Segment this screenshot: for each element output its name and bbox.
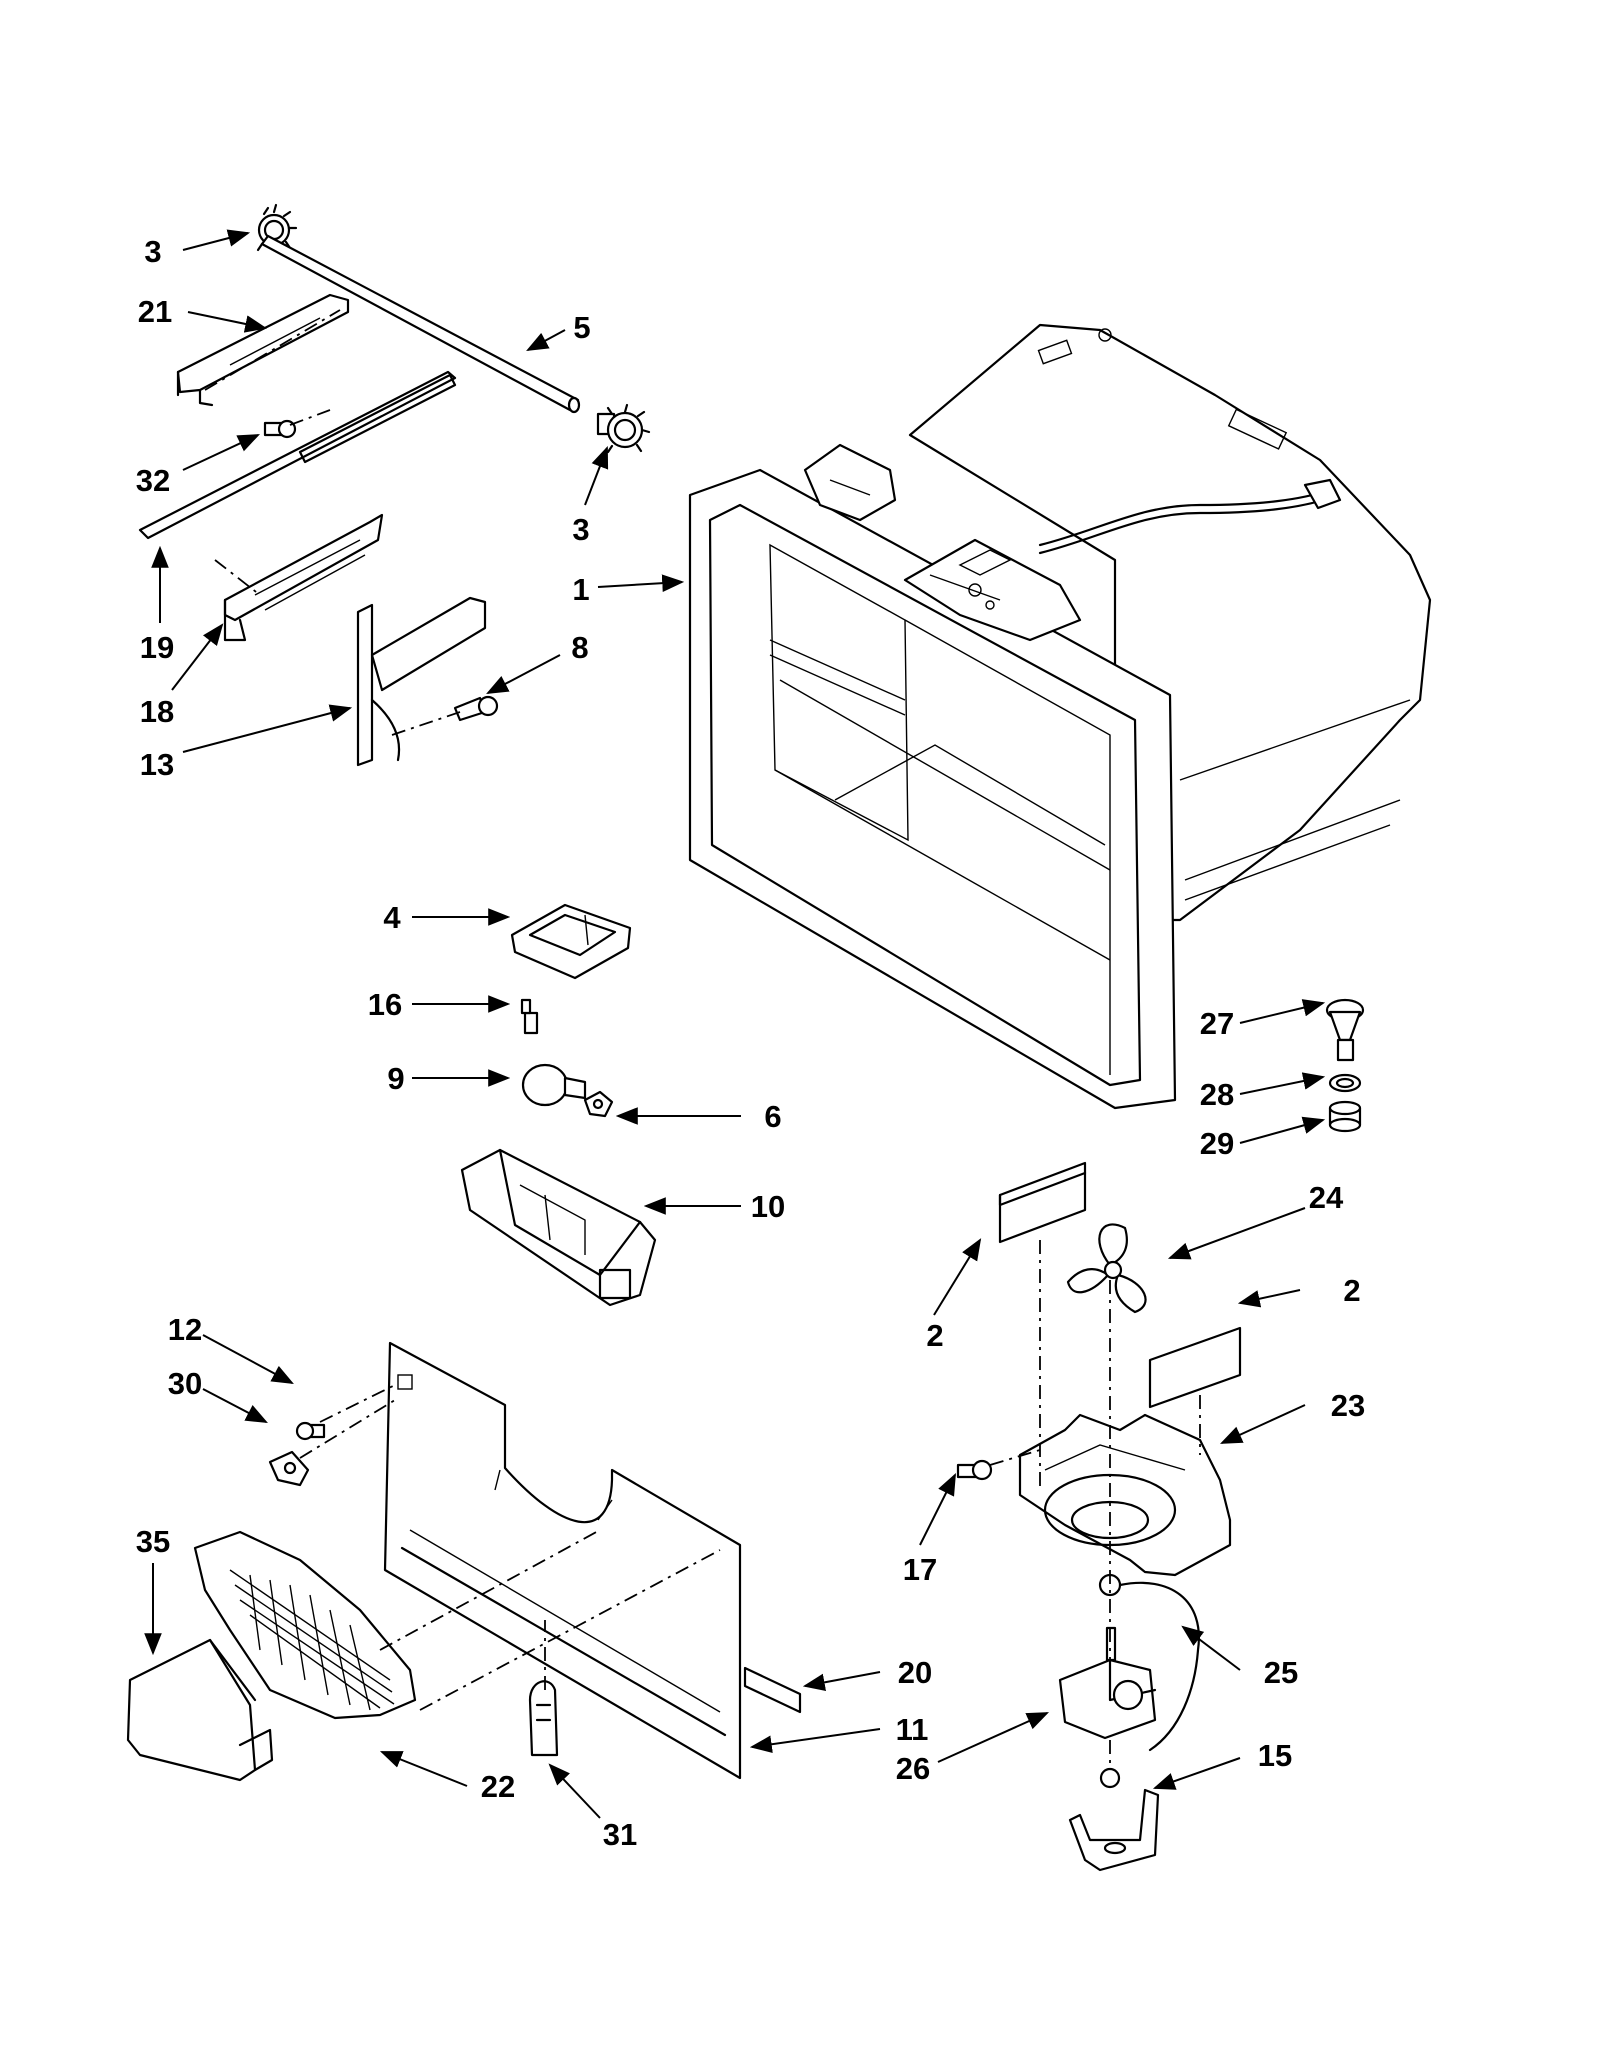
- assembly-line: [419, 1549, 721, 1711]
- assembly-line: [379, 1529, 601, 1651]
- part-30-clip: [268, 1450, 310, 1487]
- callout-23: 23: [1331, 1388, 1365, 1423]
- part-16-switch: [520, 998, 539, 1035]
- callout-27: 27: [1200, 1006, 1234, 1041]
- callout-22: 22: [481, 1769, 515, 1804]
- callout-2: 2: [926, 1318, 943, 1353]
- part-4-light-cover: [510, 903, 632, 980]
- callout-1: 1: [572, 572, 589, 607]
- part-35-grille-cover: [126, 1638, 274, 1782]
- leader-lines: [144, 229, 1326, 1819]
- callout-18: 18: [140, 694, 174, 729]
- part-11-cover-panel: [383, 1341, 742, 1780]
- callout-labels: 3 21 5 32 3 1 19 8 18 13 4 16 27 28 9 6 …: [136, 234, 1365, 1852]
- assembly-line: [289, 409, 331, 426]
- callout-21: 21: [138, 294, 172, 329]
- callout-5: 5: [573, 310, 590, 345]
- part-5-shaft: [260, 234, 581, 414]
- part-13-side-bracket: [356, 596, 487, 767]
- part-8-screw: [453, 695, 499, 722]
- callout-35: 35: [136, 1524, 170, 1559]
- part-6-socket: [583, 1090, 614, 1118]
- callout-12: 12: [168, 1312, 202, 1347]
- part-9-bulb: [521, 1063, 587, 1107]
- assembly-line: [299, 1399, 396, 1459]
- part-25-motor-grommet-wire: [1098, 1573, 1200, 1752]
- callout-30: 30: [168, 1366, 202, 1401]
- callout-31: 31: [603, 1817, 637, 1852]
- callout-3: 3: [144, 234, 161, 269]
- callout-15: 15: [1258, 1738, 1292, 1773]
- assembly-line: [989, 1449, 1041, 1466]
- part-3-gear-bottom: [596, 403, 651, 454]
- callout-8: 8: [571, 630, 588, 665]
- part-32-screw: [263, 419, 297, 439]
- part-2-insulation-pad-top: [998, 1161, 1087, 1244]
- part-29-grommet: [1328, 1100, 1362, 1133]
- callout-3: 3: [572, 512, 589, 547]
- callout-13: 13: [140, 747, 174, 782]
- callout-11: 11: [896, 1712, 929, 1747]
- callout-20: 20: [898, 1655, 932, 1690]
- callout-25: 25: [1264, 1655, 1298, 1690]
- part-31-damper-handle: [528, 1680, 559, 1757]
- callout-4: 4: [383, 900, 401, 935]
- part-10-light-housing: [460, 1148, 657, 1307]
- part-26-fan-motor: [1058, 1626, 1157, 1740]
- part-17-screw: [956, 1459, 993, 1481]
- part-22-grille: [193, 1530, 417, 1720]
- part-19-slide-rail: [138, 370, 457, 540]
- part-2-insulation-pad-right: [1148, 1326, 1242, 1409]
- assembly-line: [391, 711, 461, 736]
- callout-16: 16: [368, 987, 402, 1022]
- callout-6: 6: [764, 1099, 781, 1134]
- part-18-rail-bracket: [223, 513, 384, 642]
- part-1-freezer-liner: [688, 323, 1432, 1110]
- assembly-line: [204, 309, 341, 391]
- assembly-line: [319, 1384, 396, 1423]
- callout-17: 17: [903, 1552, 937, 1587]
- callout-26: 26: [896, 1751, 930, 1786]
- part-28-washer: [1328, 1073, 1362, 1093]
- callout-24: 24: [1309, 1180, 1344, 1215]
- part-15-motor-bracket: [1068, 1767, 1160, 1872]
- callout-10: 10: [751, 1189, 785, 1224]
- part-23-fan-shroud: [1018, 1413, 1232, 1577]
- assembly-line: [214, 559, 261, 596]
- callout-2: 2: [1343, 1273, 1360, 1308]
- callout-29: 29: [1200, 1126, 1234, 1161]
- callout-9: 9: [387, 1061, 404, 1096]
- part-12-screw: [295, 1421, 326, 1441]
- callout-28: 28: [1200, 1077, 1234, 1112]
- part-21-rail-bracket: [176, 293, 350, 407]
- callout-32: 32: [136, 463, 170, 498]
- callout-19: 19: [140, 630, 174, 665]
- part-24-fan-blade: [1066, 1223, 1147, 1314]
- part-27-damper: [1325, 998, 1365, 1062]
- part-20-seal-strip: [743, 1666, 802, 1714]
